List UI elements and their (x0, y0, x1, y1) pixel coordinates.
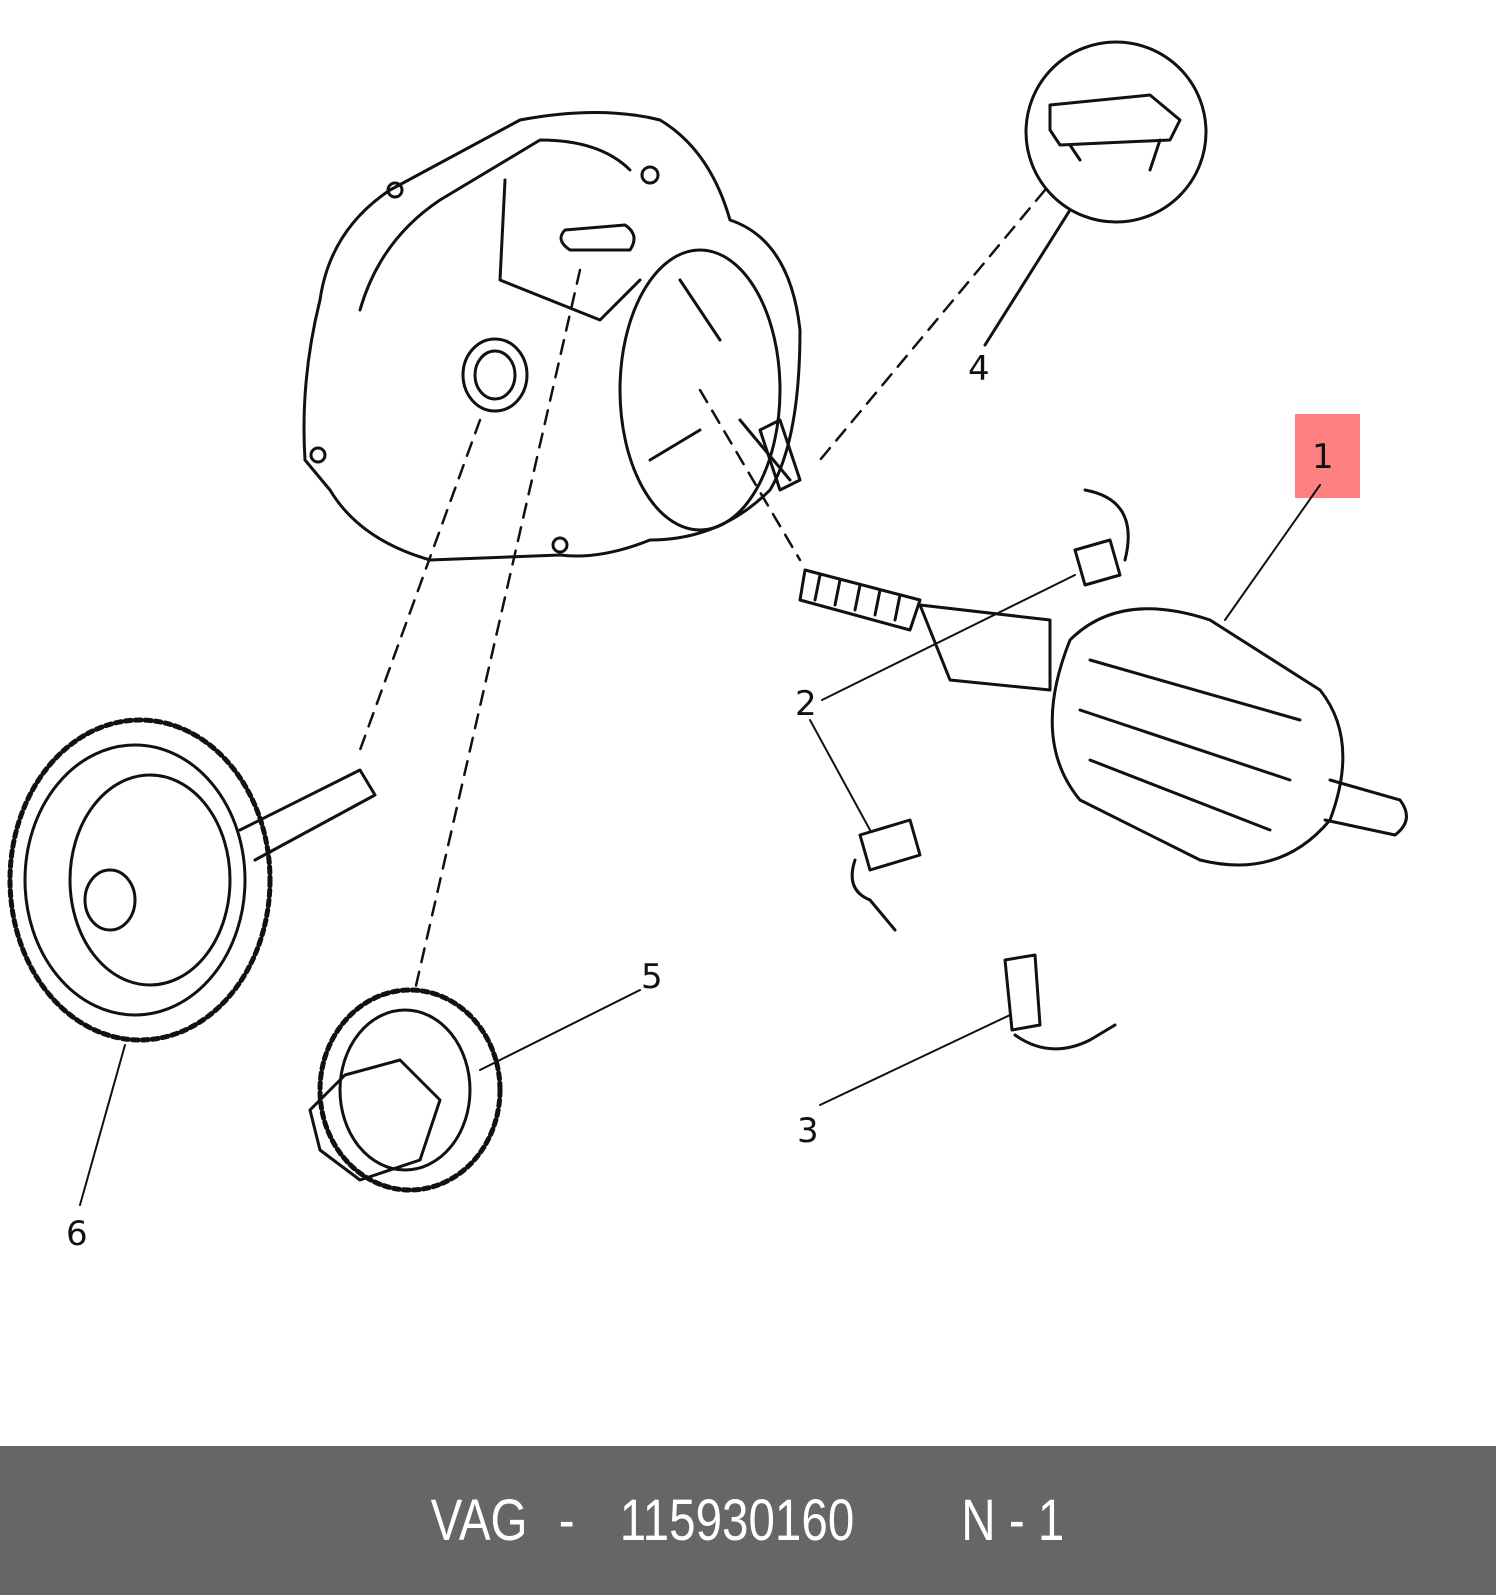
brush-2 (850, 488, 1130, 932)
part-number-footer: VAG - 115930160 N - 1 (0, 1446, 1496, 1595)
highlight-box-part-1 (1295, 414, 1360, 498)
callout-3: 3 (797, 1111, 819, 1151)
callout-1: 1 (1312, 437, 1334, 477)
exploded-parts-diagram: 1 2 3 4 5 6 (7, 40, 1408, 1254)
part-4-detail (983, 40, 1208, 347)
gear-6 (7, 717, 377, 1043)
callout-6: 6 (66, 1214, 88, 1254)
callout-4: 4 (968, 349, 990, 389)
separator: - (558, 1488, 575, 1553)
armature (798, 568, 1408, 867)
callout-5: 5 (641, 957, 663, 997)
leader-lines (79, 484, 1321, 1206)
brush-3 (1003, 953, 1117, 1051)
assembly-lines (358, 188, 1047, 992)
callout-2: 2 (795, 684, 817, 724)
position-label: N - 1 (961, 1488, 1065, 1553)
gear-5 (308, 987, 503, 1193)
motor-housing (302, 111, 802, 562)
brand-label: VAG (431, 1488, 528, 1553)
part-number: 115930160 (619, 1488, 855, 1553)
